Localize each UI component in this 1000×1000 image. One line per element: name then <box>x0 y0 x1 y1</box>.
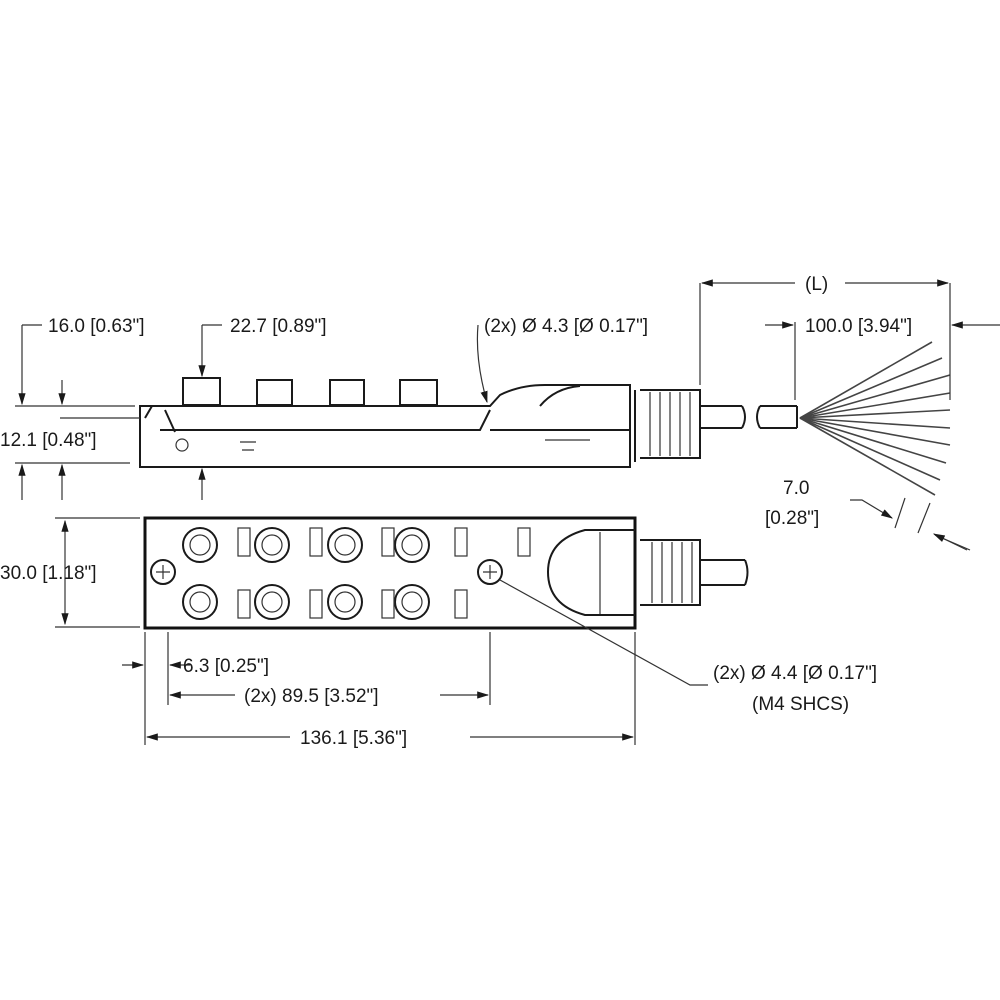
top-view: 30.0 [1.18"] 6.3 [0.25"] (2x) 89.5 [3.52… <box>0 516 877 749</box>
connector-1 <box>182 377 221 406</box>
dim-mount-hole: (2x) Ø 4.4 [Ø 0.17"] <box>713 663 877 684</box>
side-body <box>139 384 631 468</box>
overmold <box>490 385 630 431</box>
dim-connector-height: 22.7 [0.89"] <box>230 316 327 337</box>
dim-hole: (2x) Ø 4.3 [Ø 0.17"] <box>484 316 648 337</box>
side-view: 16.0 [0.63"] 22.7 [0.89"] (2x) Ø 4.3 [Ø … <box>0 274 1000 551</box>
dim-top-offset: 16.0 [0.63"] <box>48 316 145 337</box>
top-strain-relief <box>640 539 701 606</box>
dim-strip-length: 100.0 [3.94"] <box>805 316 912 337</box>
connector-3 <box>329 379 365 406</box>
mount-hole-right <box>477 559 503 585</box>
dim-total-length: 136.1 [5.36"] <box>300 728 407 749</box>
top-overmold <box>546 529 635 616</box>
strain-relief <box>634 389 701 462</box>
wire-fan <box>799 341 951 496</box>
dim-mount-screw: (M4 SHCS) <box>752 694 849 715</box>
dim-hole-offset: 6.3 [0.25"] <box>183 656 269 677</box>
connector-4 <box>399 379 438 406</box>
side-connectors <box>182 377 438 406</box>
logo-icon <box>175 438 189 452</box>
connector-2 <box>256 379 293 406</box>
top-cable <box>700 559 749 586</box>
label-mark <box>240 441 256 451</box>
cable <box>700 405 798 429</box>
dim-hole-spacing: (2x) 89.5 [3.52"] <box>244 686 379 707</box>
side-body-ledge <box>144 405 491 433</box>
top-body <box>143 516 637 630</box>
dim-width: 30.0 [1.18"] <box>0 563 97 584</box>
led-windows <box>237 527 531 619</box>
side-dimensions <box>15 279 1000 551</box>
dim-wire-strip: 7.0 <box>783 478 809 499</box>
dim-length: (L) <box>805 274 828 295</box>
dim-wire-strip-in: [0.28"] <box>765 508 819 529</box>
top-dimensions <box>55 517 708 745</box>
mount-hole-left <box>150 559 176 585</box>
top-connectors <box>182 527 430 620</box>
dim-body-height: 12.1 [0.48"] <box>0 430 97 451</box>
